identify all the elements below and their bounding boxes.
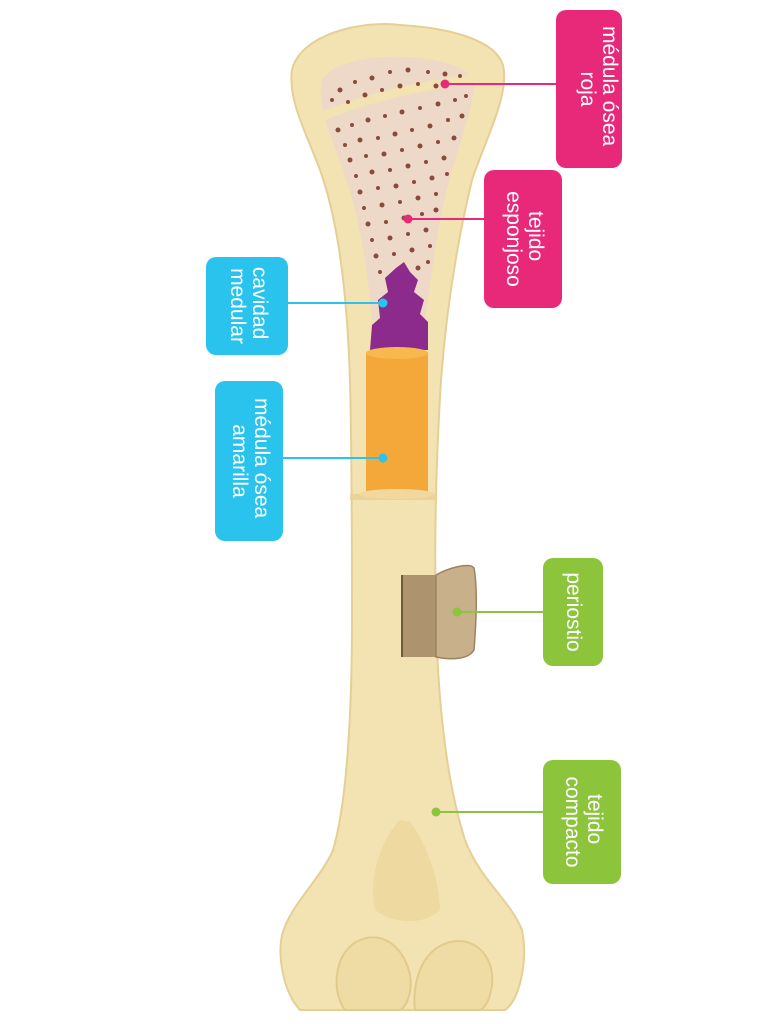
label-medula-osea-roja: médula ósea roja	[440, 10, 622, 168]
leader-dot	[431, 807, 441, 817]
yellow-marrow-top	[366, 347, 428, 359]
leader-dot	[440, 79, 450, 89]
svg-text:tejido compacto: tejido compacto	[561, 776, 606, 867]
olecranon-fossa	[372, 820, 440, 922]
label-cavidad-medular: cavidad medular	[206, 257, 388, 355]
label-box	[543, 760, 621, 884]
medullary-cavity	[370, 262, 428, 350]
label-line-2: amarilla	[228, 424, 251, 498]
svg-text:periostio: periostio	[562, 572, 585, 651]
label-tejido-esponjoso: tejido esponjoso	[403, 170, 562, 308]
svg-text:cavidad medular: cavidad medular	[226, 267, 271, 345]
label-line-2: roja	[576, 71, 599, 106]
label-line-1: cavidad	[248, 267, 271, 339]
label-box	[215, 381, 283, 541]
svg-text:médula ósea roja: médula ósea roja	[576, 26, 621, 152]
svg-text:médula ósea amarilla: médula ósea amarilla	[228, 398, 273, 524]
label-line-1: médula ósea	[598, 26, 621, 147]
label-line-1: tejido	[524, 211, 547, 261]
yellow-marrow	[366, 352, 428, 494]
distal-condyle-right	[413, 940, 494, 1011]
label-tejido-compacto: tejido compacto	[431, 760, 621, 884]
label-line-1: periostio	[562, 572, 585, 651]
long-bone	[279, 23, 525, 1011]
label-line-2: medular	[226, 268, 249, 344]
epiphyseal-line	[316, 73, 479, 123]
bone-outline	[279, 23, 525, 1011]
spongy-pores	[330, 67, 468, 274]
svg-text:tejido esponjoso: tejido esponjoso	[502, 191, 547, 287]
label-periostio: periostio	[452, 558, 603, 666]
label-medula-osea-amarilla: médula ósea amarilla	[215, 381, 388, 541]
label-line-2: esponjoso	[502, 191, 525, 287]
leader-dot	[378, 298, 388, 308]
distal-condyle-left	[335, 936, 412, 1011]
shaft-cut-inner	[359, 489, 435, 499]
label-line-1: tejido	[583, 794, 606, 844]
label-box	[206, 257, 288, 355]
leader-dot	[452, 607, 462, 617]
label-box	[484, 170, 562, 308]
label-line-1: médula ósea	[250, 398, 273, 519]
label-box	[556, 10, 622, 168]
leader-dot	[403, 214, 413, 224]
leader-dot	[378, 453, 388, 463]
label-line-2: compacto	[561, 776, 584, 867]
label-box	[543, 558, 603, 666]
